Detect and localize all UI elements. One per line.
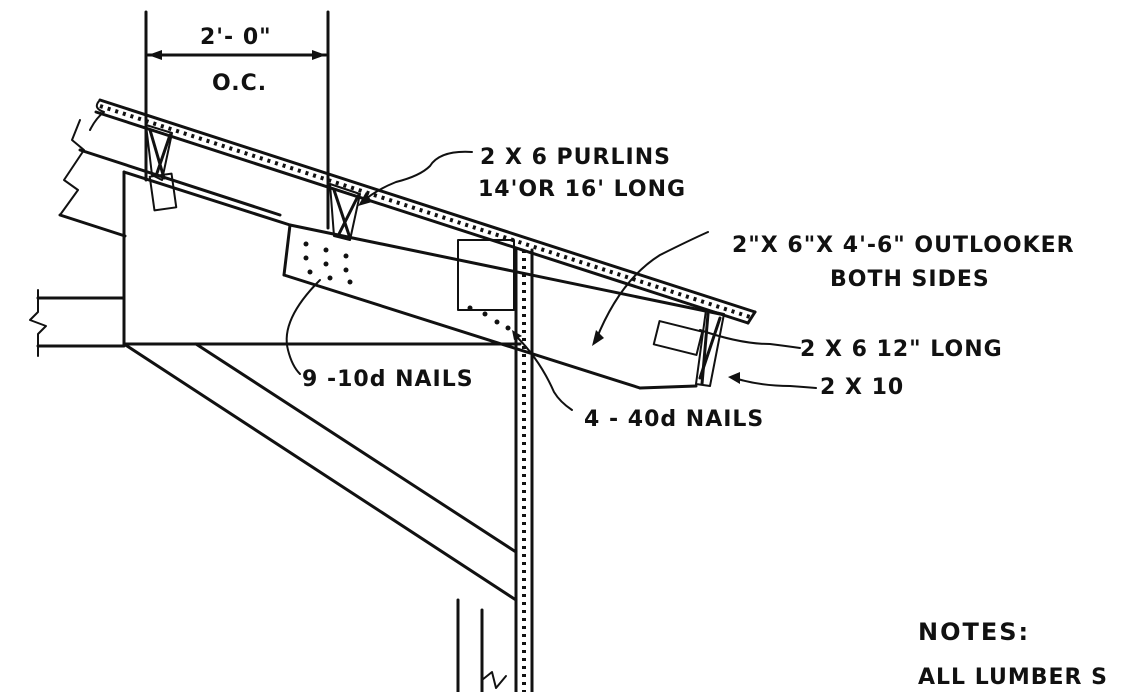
brace-top-edge [122, 342, 518, 602]
nail-dot [323, 261, 329, 267]
purlin-right [329, 183, 361, 241]
purlin-left-block [148, 172, 178, 212]
nail-dot [482, 311, 488, 317]
nails-9-10d-leader [285, 279, 321, 375]
purlins-leader [358, 150, 473, 206]
outlooker-left-end [282, 223, 292, 277]
outlooker [282, 223, 722, 390]
sheathing-break-line [89, 99, 105, 131]
nails-4-40d-leader [515, 335, 573, 411]
label-nails-4-40d: 4 - 40d NAILS [584, 407, 764, 432]
nail-dot [323, 247, 329, 253]
rafter-bottom-edge [58, 213, 127, 238]
fascia-diagonal-2 [698, 316, 722, 380]
sheathing-bottom-edge [94, 110, 750, 325]
label-outlooker-line1: 2"X 6"X 4'-6" OUTLOOKER [732, 233, 1075, 258]
nail-dot [494, 319, 500, 325]
purlin-left-body [145, 124, 173, 181]
outlooker-pointer-arrowhead [592, 330, 604, 346]
end-block-leader [699, 329, 801, 349]
purlin-right-diagonal-2 [336, 194, 360, 238]
fascia-2x10 [695, 309, 817, 389]
label-end-block-2x6: 2 X 6 12" LONG [800, 337, 1003, 362]
ceiling-break-line [29, 289, 47, 357]
ceiling-joist [29, 289, 126, 357]
nail-dot [347, 279, 353, 285]
end-block-2x6 [652, 320, 801, 356]
label-outlooker-line2: BOTH SIDES [830, 267, 990, 292]
rafter-top-edge [78, 148, 282, 217]
outlooker-pointer-curve [595, 231, 709, 341]
nail-dot [307, 269, 313, 275]
nail-pattern-4-40d [467, 305, 573, 411]
purlin-right-body [329, 183, 361, 241]
purlin-left-diagonal-2 [154, 133, 172, 178]
label-spacing-dimension: 2'- 0" [200, 25, 272, 50]
nail-dot [505, 325, 511, 331]
dimension-arrowhead-left [148, 50, 162, 60]
brace-bottom-edge [194, 342, 518, 554]
purlins-leader-arrowhead [358, 192, 372, 206]
label-spacing-oc: O.C. [212, 71, 267, 96]
outlooker-right-end [638, 384, 698, 390]
label-purlins-line1: 2 X 6 PURLINS [480, 145, 671, 170]
nail-pattern-9-10d [285, 241, 353, 375]
purlin-left [145, 124, 178, 212]
outlooker-top-edge [288, 223, 722, 316]
knee-brace [122, 342, 518, 692]
rafter-break-line [59, 119, 85, 216]
wall-stud [457, 239, 534, 692]
purlins-leader-line [361, 150, 473, 203]
notes-heading: NOTES: [918, 618, 1030, 646]
rafter-top-chord [58, 119, 282, 238]
nail-dot [303, 241, 309, 247]
notes-text: ALL LUMBER S [918, 665, 1108, 690]
fascia-body [695, 309, 725, 387]
label-fascia-2x10: 2 X 10 [820, 375, 904, 400]
nail-dot [343, 253, 349, 259]
sheathing-top-edge [98, 98, 757, 314]
end-block-body [652, 320, 704, 356]
stud-top-block [457, 239, 515, 311]
fascia-arrowhead [728, 372, 740, 384]
label-nails-9-10d: 9 -10d NAILS [302, 367, 474, 392]
roof-sheathing [89, 98, 757, 325]
spacing-dimension [144, 10, 330, 230]
truss-end-panel [122, 170, 522, 346]
panel-top-edge [122, 170, 292, 227]
nail-dot [303, 255, 309, 261]
post-break-line [481, 671, 507, 689]
dimension-arrowhead-right [312, 50, 326, 60]
purlin-right-diagonal-1 [332, 188, 352, 240]
fascia-leader [733, 377, 817, 389]
nail-dot [327, 275, 333, 281]
label-purlins-line2: 14'OR 16' LONG [478, 177, 686, 202]
outlooker-bottom-edge [282, 273, 642, 390]
purlin-left-diagonal-1 [148, 128, 166, 180]
sheathing-hatch [99, 104, 751, 319]
sheathing-end [746, 310, 757, 325]
nail-dot [343, 267, 349, 273]
